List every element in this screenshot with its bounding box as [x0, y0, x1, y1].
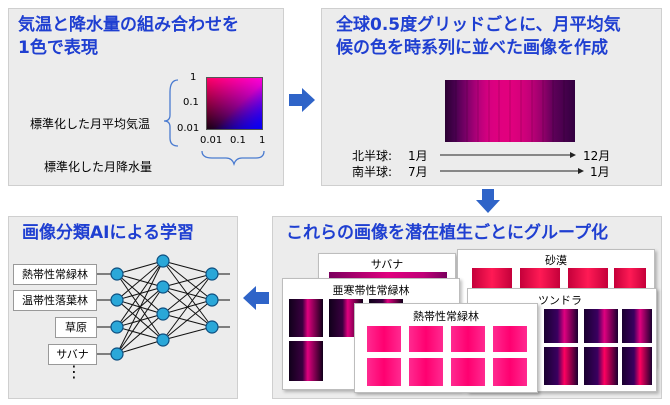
panel-color-mapping-title: 気温と降水量の組み合わせを 1色で表現 — [18, 15, 239, 58]
strip-month-dividers — [455, 80, 565, 142]
panel-vegetation-title: これらの画像を潜在植生ごとにグループ化 — [286, 223, 608, 243]
arrow-right-icon — [289, 88, 315, 112]
more-classes-ellipsis: ⋮ — [66, 362, 82, 381]
arrow-left-icon — [243, 286, 269, 310]
row-north-label: 北半球: — [352, 149, 393, 163]
x-tick-0.1: 0.1 — [230, 135, 246, 146]
x-tick-1: 1 — [259, 135, 266, 146]
group-label-tropical: 熱帯性常緑林 — [413, 310, 479, 323]
row-south-label: 南半球: — [352, 165, 393, 179]
color-gradient-square — [206, 77, 263, 130]
row-south-end: 1月 — [590, 165, 610, 179]
panel-ai-title: 画像分類AIによる学習 — [22, 223, 194, 243]
row-north-start: 1月 — [408, 149, 428, 163]
group-label-boreal: 亜寒帯性常緑林 — [332, 284, 410, 297]
class-box-savanna: サバナ — [48, 344, 97, 365]
y-axis-label: 標準化した月平均気温 — [30, 117, 151, 131]
group-label-savanna: サバナ — [370, 258, 404, 271]
class-box-tropical-evergreen: 熱帯性常緑林 — [13, 264, 97, 285]
arrow-down-icon — [476, 189, 500, 213]
group-label-tundra: ツンドラ — [538, 294, 582, 307]
row-north-end: 12月 — [583, 149, 611, 163]
monthly-color-strip — [445, 80, 575, 142]
group-card-tropical: 熱帯性常緑林 — [354, 303, 538, 393]
class-box-grassland: 草原 — [55, 317, 97, 338]
x-tick-0.01: 0.01 — [200, 135, 223, 146]
y-tick-0.1: 0.1 — [183, 97, 199, 108]
y-tick-0.01: 0.01 — [177, 123, 200, 134]
y-tick-1: 1 — [190, 72, 197, 83]
panel-time-series-title: 全球0.5度グリッドごとに、月平均気 候の色を時系列に並べた画像を作成 — [336, 15, 621, 58]
group-label-desert: 砂漠 — [545, 254, 567, 267]
row-south-start: 7月 — [408, 165, 428, 179]
x-axis-label: 標準化した月降水量 — [44, 160, 153, 174]
class-box-temperate-deciduous: 温帯性落葉林 — [13, 290, 97, 311]
